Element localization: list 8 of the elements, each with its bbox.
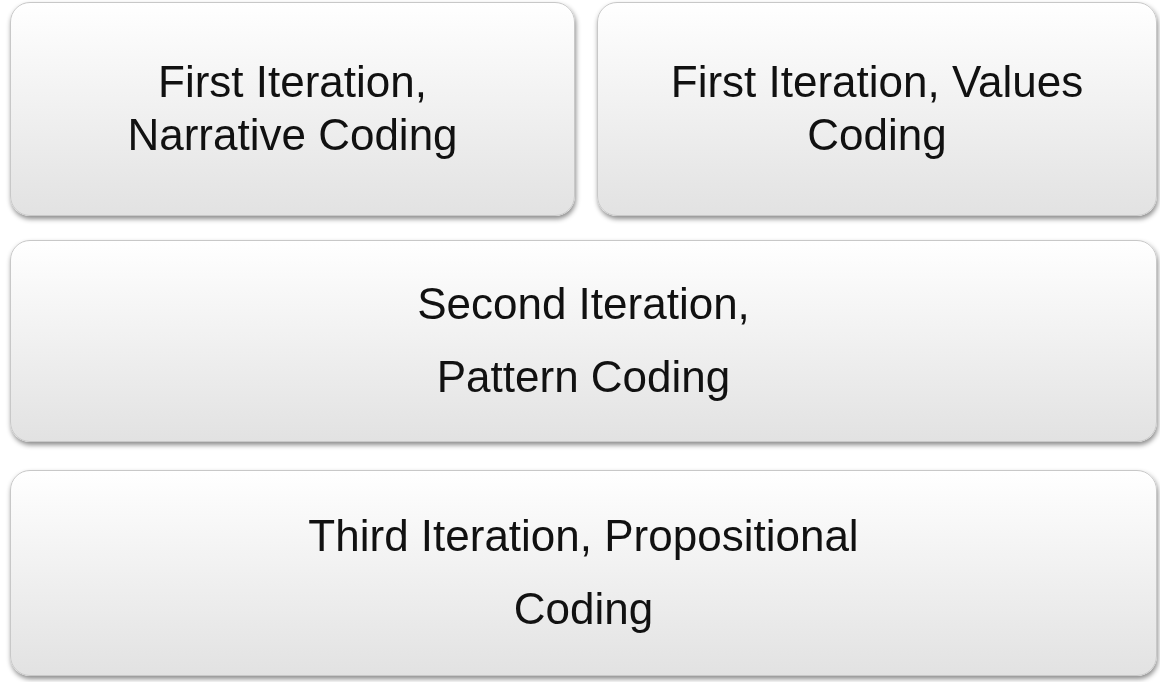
box-label: Third Iteration, Propositional Coding xyxy=(307,510,860,635)
box-label: First Iteration, Values Coding xyxy=(669,56,1085,161)
box-label: Second Iteration, Pattern Coding xyxy=(416,278,751,403)
process-box xyxy=(10,470,1157,676)
process-box xyxy=(10,240,1157,442)
box-label: First Iteration, Narrative Coding xyxy=(126,56,459,161)
process-box xyxy=(10,2,575,216)
process-box xyxy=(597,2,1157,216)
